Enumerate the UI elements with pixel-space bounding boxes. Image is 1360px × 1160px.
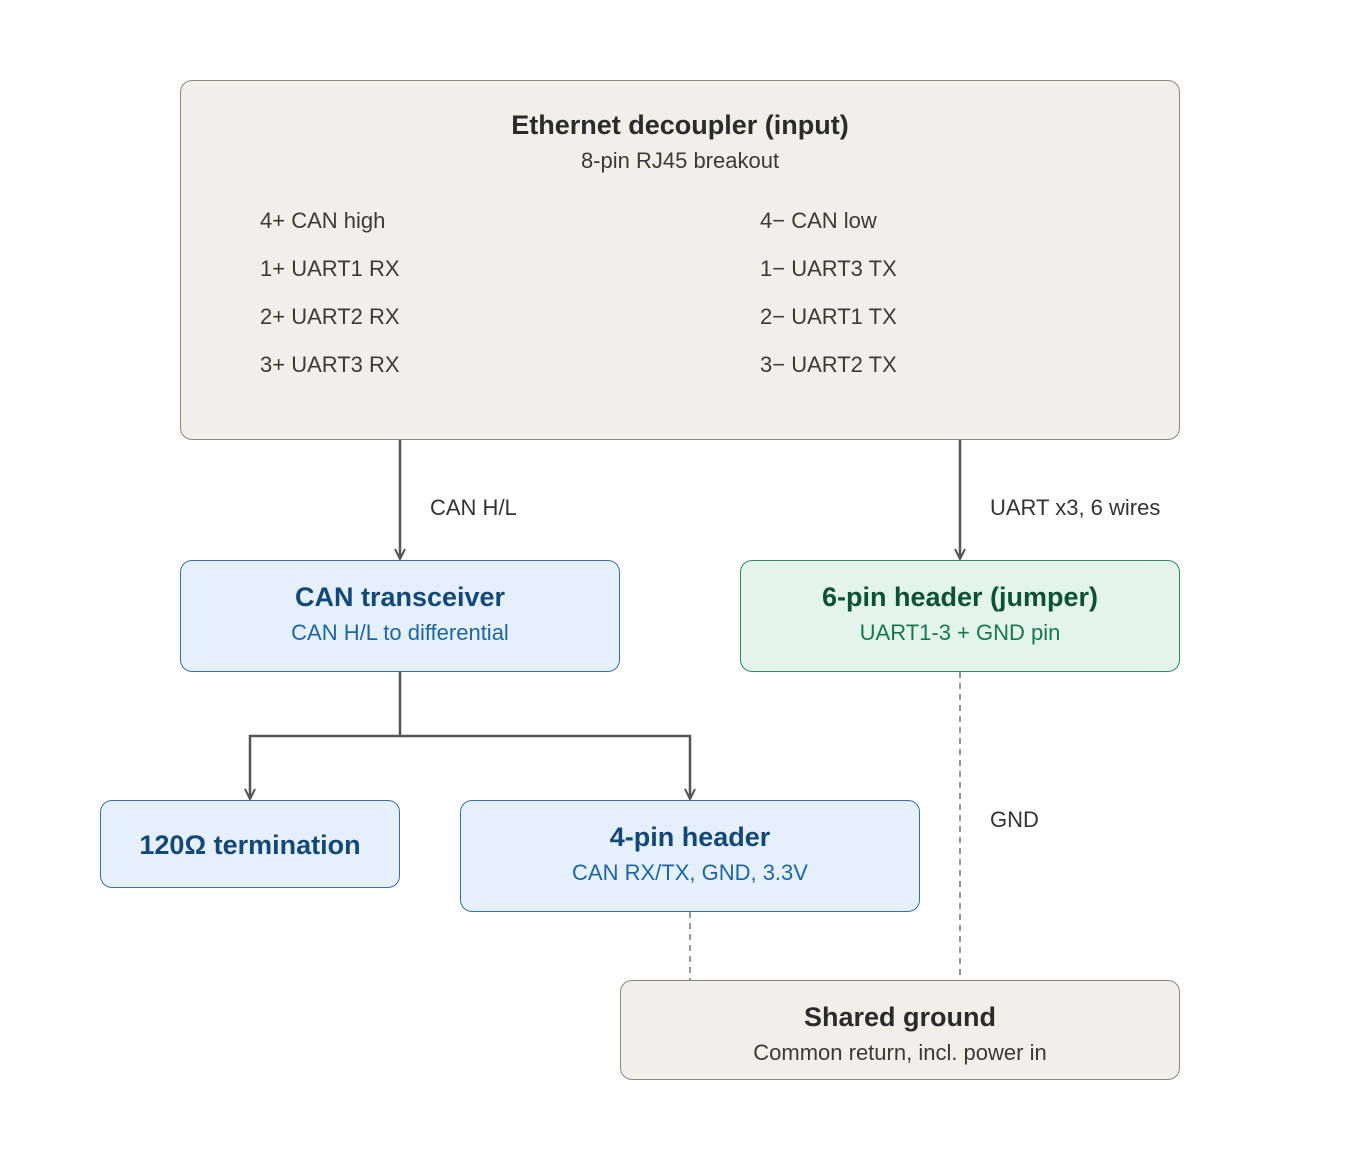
can-split-connector (250, 672, 402, 799)
pin-label: 3+ UART3 RX (260, 352, 400, 377)
shared-ground-subtitle: Common return, incl. power in (753, 1040, 1047, 1065)
gnd-edge-label: GND (990, 807, 1039, 832)
pin-label: 2− UART1 TX (760, 304, 897, 329)
can-transceiver-title: CAN transceiver (294, 582, 506, 612)
four-pin-header-subtitle: CAN RX/TX, GND, 3.3V (572, 860, 808, 885)
pin-label: 4− CAN low (760, 208, 877, 233)
pin-label: 1+ UART1 RX (260, 256, 400, 281)
decoupler-title: Ethernet decoupler (input) (511, 110, 849, 140)
six-pin-header-title: 6-pin header (jumper) (821, 582, 1099, 612)
can-edge-label: CAN H/L (430, 495, 517, 520)
shared-ground-title: Shared ground (803, 1002, 996, 1032)
ethernet-decoupler-box: Ethernet decoupler (input) 8-pin RJ45 br… (180, 80, 1180, 440)
can-transceiver-box: CAN transceiver CAN H/L to differential (180, 560, 620, 672)
four-pin-header-title: 4-pin header (609, 822, 771, 852)
termination-box: 120Ω termination (100, 800, 400, 888)
pin-label: 3− UART2 TX (760, 352, 897, 377)
can-transceiver-subtitle: CAN H/L to differential (291, 620, 509, 645)
can-to-4pin-connector (400, 734, 690, 799)
termination-title: 120Ω termination (139, 830, 361, 860)
four-pin-header-box: 4-pin header CAN RX/TX, GND, 3.3V (460, 800, 920, 912)
pin-label: 1− UART3 TX (760, 256, 897, 281)
uart-edge-label: UART x3, 6 wires (990, 495, 1161, 520)
six-pin-header-box: 6-pin header (jumper) UART1-3 + GND pin (740, 560, 1180, 672)
shared-ground-box: Shared ground Common return, incl. power… (620, 980, 1180, 1080)
pin-label: 2+ UART2 RX (260, 304, 400, 329)
pin-label: 4+ CAN high (260, 208, 386, 233)
decoupler-subtitle: 8-pin RJ45 breakout (580, 148, 780, 173)
six-pin-header-subtitle: UART1-3 + GND pin (859, 620, 1061, 645)
